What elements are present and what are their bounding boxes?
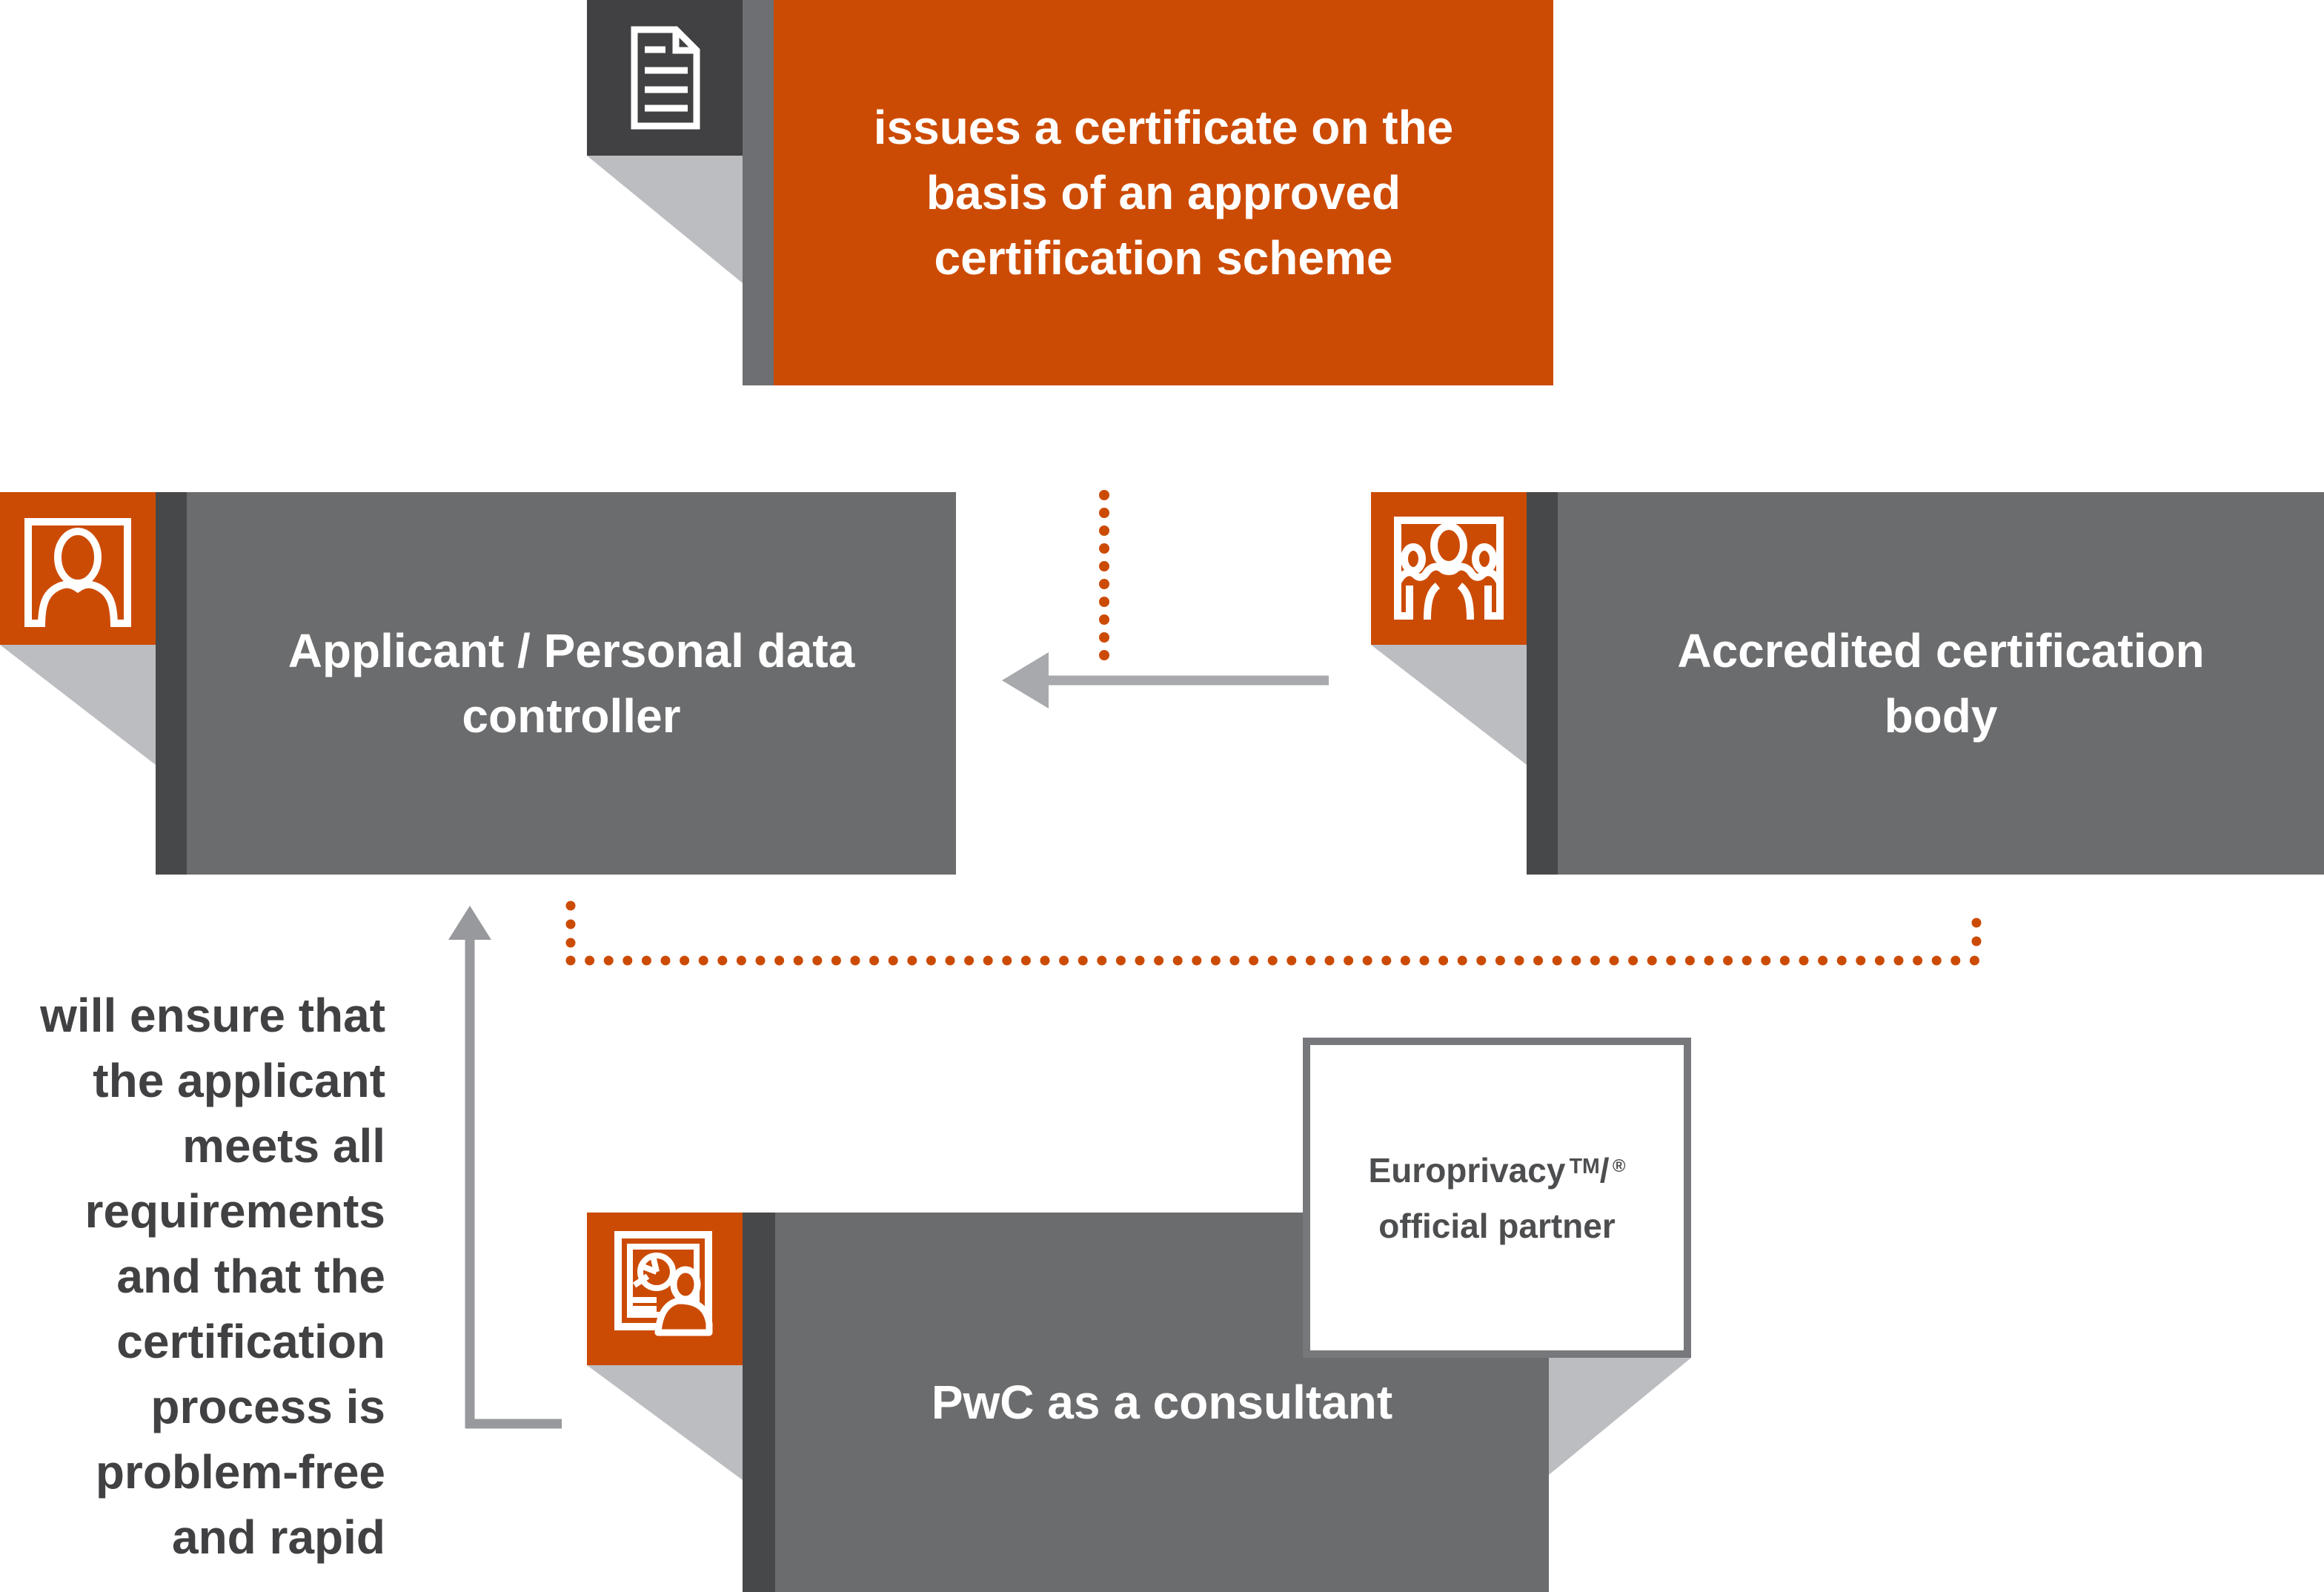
certificate-fold [587, 156, 743, 283]
pwc-fold [587, 1365, 743, 1480]
certification-body-box-label: Accredited certification body [1677, 624, 2205, 743]
certification-body-icon-square [1371, 492, 1527, 645]
certification-body-strip [1527, 492, 1558, 875]
europrivacy-reg: ® [1612, 1156, 1626, 1177]
person-icon [0, 491, 156, 646]
certification-body-fold [1371, 645, 1527, 765]
document-icon [587, 0, 743, 156]
certificate-strip [743, 0, 774, 385]
applicant-box-label: Applicant / Personal data controller [288, 624, 855, 743]
certification-body-box: Accredited certification body [1558, 492, 2324, 875]
europrivacy-tm: TM [1569, 1154, 1600, 1178]
people-icon [1371, 491, 1527, 646]
arrow-left-head [1002, 652, 1049, 709]
certificate-icon-square [587, 0, 743, 156]
applicant-strip [156, 492, 187, 875]
europrivacy-fold [1549, 1358, 1691, 1475]
presentation-icon [587, 1211, 743, 1367]
applicant-fold [0, 645, 156, 765]
europrivacy-line2: official partner [1378, 1206, 1616, 1245]
pwc-box-label: PwC as a consultant [931, 1376, 1393, 1429]
applicant-box: Applicant / Personal data controller [187, 492, 956, 875]
pwc-strip [743, 1213, 775, 1592]
europrivacy-slash: / [1599, 1150, 1610, 1190]
certificate-box: issues a certificate on the basis of an … [774, 0, 1553, 385]
arrow-up-head [448, 906, 491, 940]
certificate-box-label: issues a certificate on the basis of an … [873, 101, 1454, 285]
side-note: will ensure that the applicant meets all… [40, 989, 385, 1564]
europrivacy-brand: Europrivacy [1368, 1150, 1566, 1190]
pwc-icon-square [587, 1213, 743, 1365]
applicant-icon-square [0, 492, 156, 645]
